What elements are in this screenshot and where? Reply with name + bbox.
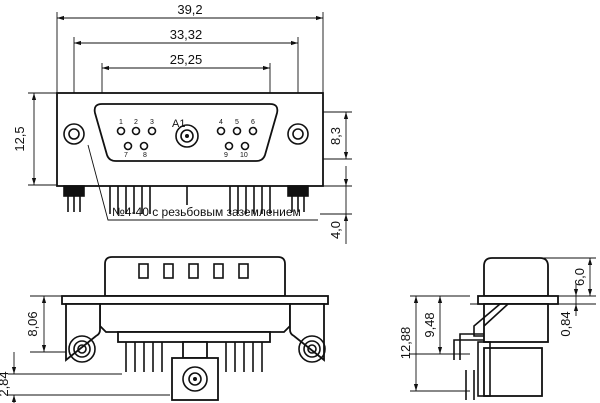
pin-number: 7 <box>124 152 128 159</box>
dim-overall-width: 39,2 <box>177 2 202 17</box>
side-coax-collar <box>477 341 491 397</box>
side-dimension-lines <box>413 258 593 391</box>
mounting-hole-right <box>287 123 309 145</box>
front-body <box>99 303 291 333</box>
dim-pin-length: 4,0 <box>328 221 343 239</box>
standoff-left <box>63 185 85 212</box>
side-shell <box>483 257 549 297</box>
front-pins <box>125 342 263 372</box>
side-pcb-leads <box>465 370 475 400</box>
mounting-hole-left <box>63 123 85 145</box>
side-bracket <box>473 303 501 337</box>
dim-hole-height: 8,3 <box>328 127 343 145</box>
pin-number: 1 <box>119 119 123 126</box>
contact-label: A1 <box>172 118 185 130</box>
front-windows <box>138 263 249 279</box>
note-leader <box>87 144 318 221</box>
front-view: 8,06 2,84 <box>0 256 329 403</box>
dimension-lines <box>31 15 349 244</box>
front-insert <box>117 331 271 343</box>
pin-number: 4 <box>219 119 223 126</box>
dim-total-height: 12,88 <box>398 327 413 360</box>
side-view: 6,0 0,84 9,48 12,88 <box>398 257 596 400</box>
front-shell <box>104 256 286 297</box>
dim-shell-width: 25,25 <box>170 52 203 67</box>
pcb-pins <box>109 186 271 214</box>
dim-shell-height: 6,0 <box>572 268 587 286</box>
threaded-insert-left <box>68 335 96 363</box>
dim-pin-offset: 2,84 <box>0 371 11 396</box>
side-body <box>483 303 549 343</box>
dim-pcb-to-axis: 8,06 <box>25 311 40 336</box>
pin-number: 2 <box>134 119 138 126</box>
standoff-right <box>287 185 309 212</box>
pin-number: 3 <box>150 119 154 126</box>
dim-flange-thickness: 0,84 <box>558 311 573 336</box>
front-dimension-lines <box>11 296 47 403</box>
top-view: 39,2 33,32 25,25 12,5 8,3 4,0 A1 №4-40 с… <box>12 2 352 244</box>
front-flange <box>61 295 329 305</box>
dim-hole-spacing: 33,32 <box>170 27 203 42</box>
pin-number: 5 <box>235 119 239 126</box>
front-coax-terminal <box>171 341 219 401</box>
coax-contact <box>175 124 199 148</box>
side-pins <box>453 333 484 360</box>
pin-number: 6 <box>251 119 255 126</box>
side-flange <box>477 295 559 305</box>
pin-number: 8 <box>143 152 147 159</box>
pin-number: 10 <box>240 152 248 159</box>
threaded-insert-right <box>298 335 326 363</box>
dim-axis-height: 9,48 <box>422 312 437 337</box>
side-coax-block <box>483 347 543 397</box>
pin-number: 9 <box>224 152 228 159</box>
side-bracket-edge <box>483 303 509 327</box>
dim-height: 12,5 <box>12 126 27 151</box>
note-text: №4-40 с резьбовым заземлением <box>112 205 301 219</box>
pin-numbers: 1 2 3 7 8 4 5 6 9 10 <box>119 119 255 159</box>
signal-contacts <box>116 126 258 151</box>
